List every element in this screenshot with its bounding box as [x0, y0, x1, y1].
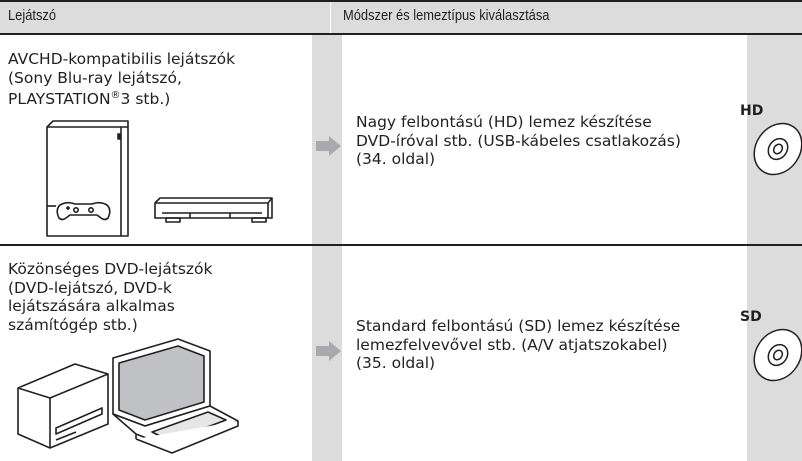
header-method: Módszer és lemeztípus kiválasztása — [343, 7, 550, 24]
header-player: Lejátszó — [8, 7, 57, 24]
player-line: (DVD-lejátszó, DVD-k — [8, 278, 172, 297]
player-line: Közönséges DVD-lejátszók — [8, 260, 213, 278]
arrow-right-icon — [316, 136, 341, 156]
disc-label: HD — [740, 103, 764, 119]
player-line: AVCHD-kompatibilis lejátszók — [8, 50, 236, 68]
method-line: (34. oldal) — [356, 150, 436, 168]
disc-label: SD — [740, 309, 762, 325]
disc-icon — [753, 328, 802, 382]
method-line: Standard felbontású (SD) lemez készítése — [356, 317, 681, 335]
player-line: lejátszására alkalmas — [8, 297, 175, 315]
player-description: Közönséges DVD-lejátszók (DVD-lejátszó, … — [8, 260, 213, 334]
player-line: PLAYSTATION®3 stb.) — [8, 90, 171, 108]
arrow-column — [312, 35, 342, 244]
header-divider — [330, 2, 331, 33]
arrow-right-icon — [316, 341, 341, 361]
dvd-player-and-laptop-illustration — [17, 338, 239, 454]
hd-disc: HD — [740, 103, 802, 184]
method-line: lemezfelvevővel stb. (A/V atjatszokabel) — [356, 335, 668, 354]
method-description: Nagy felbontású (HD) lemez készítése DVD… — [356, 113, 681, 169]
playstation-and-bluray-player-illustration — [46, 120, 273, 237]
method-line: DVD-íróval stb. (USB-kábeles csatlakozás… — [356, 131, 681, 150]
row-separator — [0, 244, 802, 246]
player-line: (Sony Blu-ray lejátszó, — [8, 68, 182, 87]
player-line: számítógép stb.) — [8, 315, 138, 334]
method-line: (35. oldal) — [356, 354, 436, 372]
method-description: Standard felbontású (SD) lemez készítése… — [356, 317, 680, 373]
table-header — [0, 0, 802, 35]
method-line: Nagy felbontású (HD) lemez készítése — [356, 113, 652, 131]
player-description: AVCHD-kompatibilis lejátszók (Sony Blu-r… — [8, 50, 236, 108]
sd-disc: SD — [740, 309, 802, 394]
disc-icon — [753, 122, 802, 176]
